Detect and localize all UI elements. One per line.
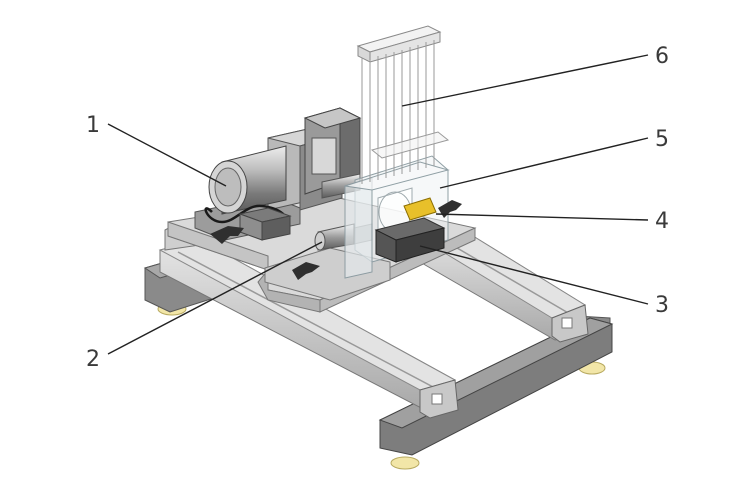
callout-4: 4 [655, 209, 669, 234]
sample-holder [403, 197, 462, 221]
callout-1: 1 [86, 113, 100, 138]
callout-5: 5 [655, 127, 669, 152]
rack-support-plate [370, 131, 450, 159]
flange-window [311, 137, 337, 175]
clamp-knob-1 [210, 226, 244, 244]
callout-6: 6 [655, 44, 669, 69]
rack-top-bar-side [369, 31, 441, 63]
callout-labels: 1 2 3 4 5 6 [86, 44, 669, 372]
motor-end-cap-inner [214, 167, 242, 207]
motor-cylinder [208, 145, 287, 215]
foot-pad-front [390, 456, 420, 470]
wire-rack [356, 25, 450, 184]
callout-2: 2 [86, 347, 100, 372]
leader-6 [401, 54, 649, 107]
lower-block [374, 217, 446, 263]
leader-3 [419, 245, 649, 305]
leader-5 [439, 137, 649, 189]
rack-wires [361, 40, 435, 184]
spindle-tip [314, 231, 326, 251]
clamp-knob-2 [292, 262, 320, 280]
sample-knob [438, 200, 462, 218]
housing-front-panel [344, 177, 373, 279]
lower-block-side [375, 229, 397, 263]
right-rail-groove [439, 237, 571, 315]
yellow-sample [403, 197, 437, 221]
left-rail-groove [177, 251, 436, 389]
callout-3: 3 [655, 293, 669, 318]
housing-top-rim [344, 161, 450, 191]
leader-lines [107, 54, 649, 355]
left-rail-end-slot [431, 393, 443, 405]
leader-1 [107, 123, 227, 187]
control-box-side [239, 213, 263, 241]
leader-4 [435, 213, 649, 221]
right-rail-end-slot [561, 317, 573, 329]
flange-block-top [303, 107, 362, 129]
leader-2 [107, 241, 323, 355]
